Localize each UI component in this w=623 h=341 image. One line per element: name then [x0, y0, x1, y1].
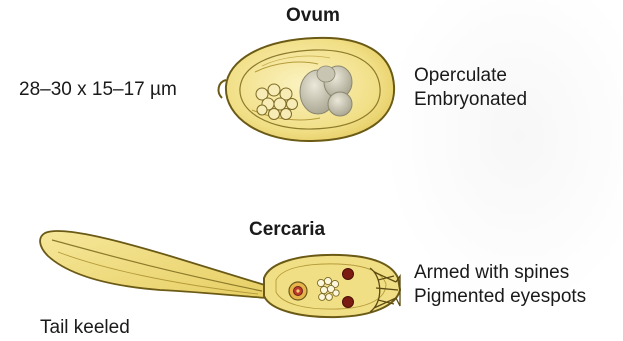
ovum-title: Ovum: [286, 6, 340, 27]
ovum-embryo: [300, 66, 352, 116]
cercaria-feature-eyespots: Pigmented eyespots: [414, 287, 586, 308]
eyespot-icon: [343, 297, 354, 308]
ovum-feature-embryonated: Embryonated: [414, 90, 527, 111]
cercaria-tail: [40, 231, 268, 298]
ovum-size-label: 28–30 x 15–17 µm: [19, 80, 177, 101]
cercaria-sucker: [289, 282, 307, 300]
eyespot-icon: [343, 269, 354, 280]
cercaria-feature-spines: Armed with spines: [414, 263, 569, 284]
cercaria-title: Cercaria: [249, 220, 325, 241]
cercaria-tail-label: Tail keeled: [40, 318, 130, 339]
cercaria-illustration: [40, 231, 400, 317]
ovum-operculum: [219, 80, 226, 98]
ovum-feature-operculate: Operculate: [414, 66, 507, 87]
ovum-illustration: [219, 38, 395, 141]
